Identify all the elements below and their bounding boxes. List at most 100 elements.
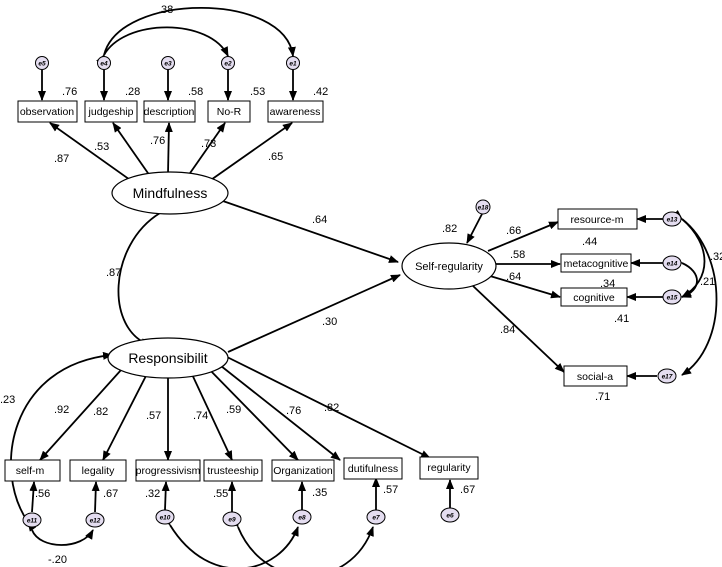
label-mindfulness: Mindfulness [133,185,208,201]
path-selfreg-resource [487,221,559,252]
err-circle-e9 [222,511,242,527]
label-e8: e8 [298,515,306,522]
coef-r2-judgeship: .28 [125,86,140,98]
err-circle-e1 [286,56,300,70]
coef-resp-selfreg: .30 [322,316,337,328]
cov-e11-resp [10,351,113,532]
box-description [143,100,196,123]
label-e4: e4 [100,61,108,68]
label-description: description [144,106,195,118]
path-e18-selfreg [466,213,483,244]
path-resp-regularity [224,355,431,459]
coef-r2-description: .58 [188,86,203,98]
coef-r2-resource: .44 [582,236,597,248]
path-resp-selfreg [227,274,401,353]
err-circle-e7 [366,509,386,525]
coef-l-regularity: .82 [324,402,339,414]
coef-r2-trusteeship: .55 [213,488,228,500]
err-circle-e8 [292,509,312,525]
label-e15: e15 [667,295,678,302]
coef-l-description: .76 [150,135,165,147]
coef-r2-regularity: .67 [460,484,475,496]
coef-l-progressivism: .57 [146,410,161,422]
coef-cov-e4-e1: .38 [158,4,173,16]
path-mind-observation [49,122,134,183]
label-e11: e11 [27,518,38,525]
label-judgeship: judgeship [88,106,134,118]
err-circle-e12 [85,512,105,528]
err-circle-e2 [221,56,235,70]
coef-l-awareness: .65 [268,151,283,163]
label-e7: e7 [372,515,380,522]
coef-r2-nor: .53 [250,86,265,98]
coef-l-social: .84 [500,324,515,336]
coef-l-metacog: .58 [510,249,525,261]
coef-l-selfm: .92 [54,404,69,416]
label-observation: observation [20,106,74,118]
path-e12-legality [91,481,100,513]
box-resource-m [557,208,638,230]
box-observation [17,100,78,123]
err-circle-e3 [161,56,175,70]
label-self-m: self-m [16,465,45,477]
err-circle-e11 [22,512,42,528]
coef-r2-progressivism: .32 [145,488,160,500]
coef-r2-organization: .35 [312,487,327,499]
path-resp-organization [205,365,299,461]
label-e6: e6 [446,513,454,520]
err-circle-e6 [440,507,460,523]
path-mind-selfreg [219,199,399,263]
label-e13: e13 [667,217,678,224]
err-circle-e4 [97,56,111,70]
coef-r2-legality: .67 [103,488,118,500]
label-regularity: regularity [427,462,471,474]
err-circle-e13 [662,211,682,227]
coef-r2-awareness: .42 [313,86,328,98]
coef-l-organization: .59 [226,404,241,416]
coef-l-observation: .87 [54,153,69,165]
label-e17: e17 [662,374,673,381]
cov-mind-resp [117,204,170,346]
path-selfreg-social [471,284,565,373]
err-circle-e17 [657,368,677,384]
coef-r2-selfreg: .82 [442,223,457,235]
coef-mind-resp: .87 [106,267,121,279]
cov-e10-e8 [161,515,299,567]
coef-r2-observation: .76 [62,86,77,98]
box-legality [69,459,127,482]
box-dutifulness [343,457,403,480]
label-e12: e12 [90,518,101,525]
label-responsibility: Responsibilit [128,350,207,366]
coef-cov-e14-e15: .21 [700,276,715,288]
label-e9: e9 [228,517,236,524]
coef-l-trusteeship: .74 [193,410,208,422]
box-self-m [4,459,61,482]
path-selfreg-cognitive [489,275,561,299]
box-trusteeship [203,459,263,482]
box-cognitive [560,287,628,307]
path-resp-trusteeship [189,369,233,461]
label-social-a: social-a [577,371,613,383]
label-nor: No-R [217,106,242,118]
coef-l-judgeship: .53 [94,141,109,153]
box-metacognitive [560,253,632,273]
path-mind-description [164,122,173,175]
box-regularity [419,456,479,480]
label-progressivism: progressivism [136,465,201,477]
cov-e4-e1 [97,6,296,65]
coef-r2-metacog: .34 [600,278,615,290]
label-e18: e18 [478,205,489,212]
coef-l-cognitive: .64 [506,271,521,283]
path-e11-selfm [29,481,38,513]
err-circle-e10 [155,509,175,525]
coef-r2-selfm: .56 [35,488,50,500]
path-mind-awareness [207,122,293,183]
ellipse-self-regularity [401,242,497,290]
ellipse-responsibility [107,337,229,379]
cov-e13-e15 [672,210,706,298]
path-resp-dutifulness [215,361,341,461]
label-e14: e14 [667,261,678,268]
label-organization: Organization [273,465,333,477]
label-e5: e5 [38,61,46,68]
